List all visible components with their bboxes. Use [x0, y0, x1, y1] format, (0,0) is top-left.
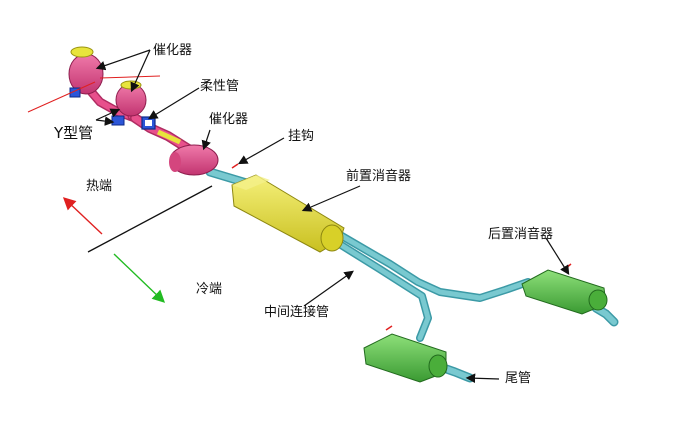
hanger-mark: [565, 263, 572, 269]
label-hot-end: 热端: [86, 179, 113, 194]
hanger-mark: [231, 163, 239, 169]
label-hanger: 挂钩: [288, 129, 315, 144]
cold-end-arrow: [113, 253, 166, 303]
label-tail-pipe: 尾管: [505, 371, 532, 386]
label-rear-muffler: 后置消音器: [488, 227, 554, 242]
leader-lines: [95, 49, 570, 384]
label-catalyst-mid: 催化器: [209, 112, 249, 127]
label-cold-end: 冷端: [196, 282, 223, 297]
label-front-muffler: 前置消音器: [346, 169, 412, 184]
mid-catalyst: [156, 129, 219, 176]
hot-end-arrow: [62, 197, 103, 235]
label-flex-pipe: 柔性管: [200, 79, 240, 94]
hot-cold-divider: [87, 185, 213, 253]
label-catalyst-top: 催化器: [153, 43, 193, 58]
rear-muffler-lower: [363, 333, 448, 383]
hanger-mark: [385, 325, 393, 331]
label-y-pipe: Y型管: [54, 124, 94, 142]
front-muffler: [231, 174, 345, 253]
rear-muffler-upper: [521, 269, 608, 315]
label-middle-pipe: 中间连接管: [264, 305, 330, 320]
